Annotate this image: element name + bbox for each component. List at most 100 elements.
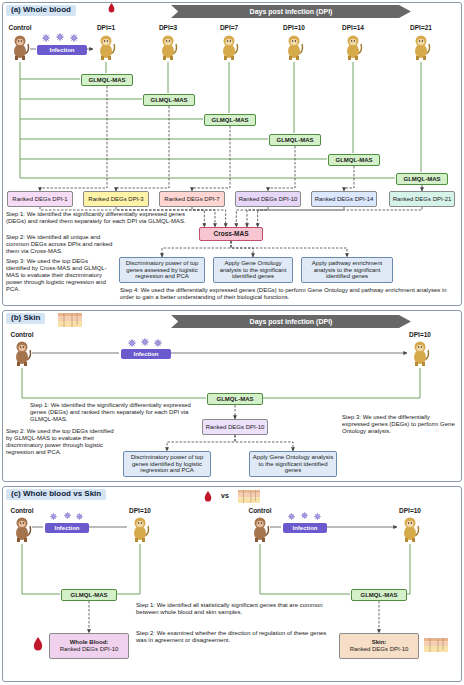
panel: (b) Skin Days post infection (DPI) Infecti… [2,310,462,482]
infected-monkey [415,36,430,61]
infection-box: Infection [121,349,171,359]
virus-icon [141,338,149,346]
dpi-leads [106,62,421,172]
step-note: Step 3: We used the top DEGs identified … [6,258,112,292]
infection-box: Infection [45,523,89,533]
node-text: Ranked DEGs DPI-10 [206,424,265,431]
method-box: GLMQL-MAS [204,114,256,126]
node-text: Days post infection (DPI) [250,318,333,326]
method-box: GLMQL-MAS [61,589,117,601]
sample-label: vs [214,492,236,500]
method-box: GLMQL-MAS [81,74,133,86]
node-text: Infection [55,525,80,532]
flow-connector [258,207,422,227]
node-text: Ranked DEGs DPI-14 [315,196,374,203]
skin-icon [238,490,260,503]
step-note: Step 3: We used the differentially expre… [342,414,458,435]
node-text: GLMQL-MAS [336,157,373,164]
panel-title: (c) Whole blood vs Skin [6,489,106,500]
method-box: GLMQL-MAS [269,134,321,146]
panel-title: (a) Whole blood [6,5,76,16]
step-note: Step 1: We identified the significantly … [30,402,200,423]
control-monkey [14,36,29,61]
step-note: Step 1: We identified all statistically … [136,602,332,616]
flow-connector [379,601,380,633]
infected-monkey [223,36,238,61]
method-box: Cross-MAS [199,227,263,241]
flow-connector [235,405,236,419]
sample-label: DPI=7 [209,24,249,31]
virus-icon [154,339,162,347]
node-text: GLMQL-MAS [277,137,314,144]
infected-monkey [414,342,429,367]
node-text: Ranked DEGs DPI-7 [164,196,219,203]
flow-connector [116,106,169,191]
ranked-degs-box: Ranked DEGs DPI-10 [202,419,268,435]
node-text: Ranked DEGs DPI-3 [88,196,143,203]
flow-connector [162,241,231,257]
infection-box: Infection [37,45,87,55]
virus-icon [42,34,50,42]
control-leads [20,62,395,178]
sample-leads [22,544,410,594]
ranked-degs-box: Ranked DEGs DPI-7 [159,191,225,207]
control-monkey [16,518,31,543]
panel-title: (b) Skin [6,313,45,324]
flow-connector [268,146,295,191]
sample-label: Control [2,507,42,514]
sample-label: DPI=14 [333,24,373,31]
infected-monkey [288,36,303,61]
control-monkey [254,518,269,543]
node-text: Ranked DEGs DPI-10 [60,646,119,653]
sample-label: DPI=10 [274,24,314,31]
infection-arrow [32,353,407,354]
ranked-degs-box: Ranked DEGs DPI-1 [7,191,73,207]
skin-icon [424,638,448,652]
sample-label: Control [2,331,42,338]
sample-label: DPI=10 [120,507,160,514]
node-text: Ranked DEGs DPI-10 [350,646,409,653]
ranked-degs-box: Whole Blood:Ranked DEGs DPI-10 [49,633,129,659]
node-text: Apply Gene Ontology analysis to the sign… [252,454,334,474]
node-text: GLMQL-MAS [89,77,126,84]
flow-connector [167,435,235,451]
node-text: Ranked DEGs DPI-10 [239,196,298,203]
analysis-box: Discriminatory power of top genes assess… [119,257,205,283]
sample-label: DPI=3 [148,24,188,31]
node-text: Whole Blood: [70,639,109,646]
method-box: GLMQL-MAS [143,94,195,106]
step-note: Step 2: We examined whether the directio… [136,630,332,644]
sample-label: DPI=10 [400,331,440,338]
analysis-box: Apply pathway enrichment analysis to the… [301,257,393,283]
infected-monkey [134,518,149,543]
control-monkey [16,342,31,367]
method-box: GLMQL-MAS [396,173,448,185]
node-text: GLMQL-MAS [212,117,249,124]
node-text: GLMQL-MAS [151,97,188,104]
flow-connector [192,126,230,191]
node-text: Skin: [372,639,387,646]
sample-label: DPI=1 [86,24,126,31]
flow-connector [231,241,347,257]
blood-drop [34,637,42,651]
flow-connector [344,166,354,191]
ranked-degs-box: Ranked DEGs DPI-3 [83,191,149,207]
node-text: Infection [134,351,159,358]
node-text: Ranked DEGs DPI-21 [393,196,452,203]
step-note: Step 2: We used the top DEGs identified … [6,428,116,456]
infected-monkey [100,36,115,61]
node-text: GLMQL-MAS [361,592,398,599]
panel-b-art [16,313,429,398]
flow-connector [231,241,253,257]
virus-icon [56,33,64,41]
virus-icon [128,339,136,347]
analysis-box: Apply Gene Ontology analysis to the sign… [213,257,293,283]
panel: (c) Whole blood vs SkinInfectionGLMQL-MA… [2,486,462,682]
virus-icon [301,512,308,519]
infected-monkey [347,36,362,61]
skin-icon [58,313,82,327]
step-note: Step 2: We identified all unique and com… [6,234,114,255]
